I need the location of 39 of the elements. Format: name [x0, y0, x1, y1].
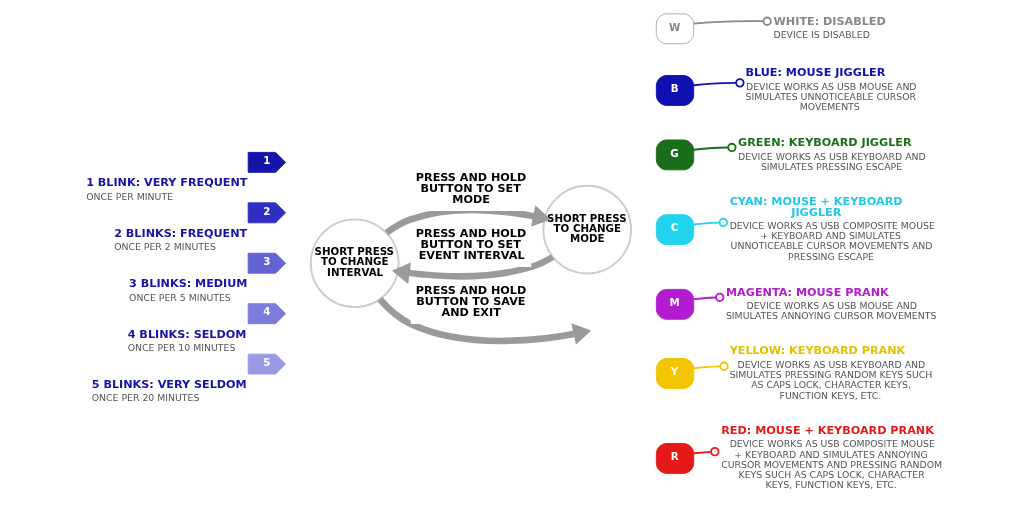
- arrow: [376, 297, 591, 345]
- edge-label: PRESS AND HOLD BUTTON TO SET MODE: [415, 170, 526, 207]
- node-label: ONCE PER 2 MINUTES: [113, 241, 216, 253]
- arrow: [391, 254, 554, 284]
- node-label: ONCE PER 20 MINUTES: [91, 392, 199, 404]
- node-circle: SHORT PRESS TO CHANGE INTERVAL: [309, 218, 399, 309]
- node-label: ONCE PER 5 MINUTES: [128, 291, 231, 303]
- node-text: BLUE: MOUSE JIGGLER DEVICE WORKS AS USB MOUSE AND SIMULATES UNNOTICEABLE CURSOR MOVEMENTS: [745, 66, 917, 113]
- node-text: WHITE: DISABLED DEVICE IS DISABLED: [773, 14, 886, 41]
- node-label: 3 BLINKS: MEDIUM: [128, 277, 248, 291]
- node-box: Y: [655, 358, 694, 389]
- node-box: M: [655, 288, 694, 320]
- node-box: B: [655, 75, 694, 106]
- edge-label: PRESS AND HOLD BUTTON TO SAVE AND EXIT: [415, 283, 526, 320]
- node-label: 4 BLINKS: SELDOM: [127, 327, 246, 341]
- node-label: 5 BLINKS: VERY SELDOM: [91, 378, 247, 392]
- node-box: R: [655, 443, 694, 474]
- node-box: W: [655, 13, 694, 45]
- node-label: 2 BLINKS: FREQUENT: [113, 226, 247, 240]
- connector: [692, 16, 772, 26]
- node-text: RED: MOUSE + KEYBOARD PRANK DEVICE WORKS AS USB COMPOSITE MOUSE + KEYBOARD AND SIMULATES ANNOYING CURSOR MOVEMENTS AND PRESSING RANDOM KEYS SUCH AS CAPS LOCK, CHARACTER KEYS, FUNCTION KEYS, ETC.: [720, 423, 942, 491]
- connector: [692, 142, 737, 153]
- connector: [692, 292, 724, 302]
- arrow: [384, 205, 551, 236]
- node-text: YELLOW: KEYBOARD PRANK DEVICE WORKS AS USB KEYBOARD AND SIMULATES PRESSING RANDOM KEYS SUCH AS CAPS LOCK, CHARACTER KEYS, FUNCTION KEYS, ETC.: [729, 344, 932, 401]
- node-label: ONCE PER MINUTE: [85, 190, 173, 202]
- connector: [692, 446, 720, 457]
- node-circle: SHORT PRESS TO CHANGE MODE: [541, 184, 632, 275]
- node-text: CYAN: MOUSE + KEYBOARD JIGGLER DEVICE WORKS AS USB COMPOSITE MOUSE + KEYBOARD AND SIMULATES UNNOTICEABLE CURSOR MOVEMENTS AND PRESSING ESCAPE: [729, 194, 935, 262]
- connector: [692, 217, 728, 228]
- node-box: C: [655, 214, 694, 246]
- node-box: G: [655, 139, 694, 171]
- edge-label: PRESS AND HOLD BUTTON TO SET EVENT INTERVAL: [415, 226, 526, 263]
- connector: [692, 78, 745, 88]
- node-label: ONCE PER 10 MINUTES: [127, 342, 235, 354]
- node-text: MAGENTA: MOUSE PRANK DEVICE WORKS AS USB MOUSE AND SIMULATES ANNOYING CURSOR MOVEMENTS: [725, 285, 936, 322]
- node-text: GREEN: KEYBOARD JIGGLER DEVICE WORKS AS USB KEYBOARD AND SIMULATES PRESSING ESCAPE: [737, 136, 926, 172]
- connector: [692, 361, 729, 371]
- node-label: 1 BLINK: VERY FREQUENT: [85, 176, 247, 190]
